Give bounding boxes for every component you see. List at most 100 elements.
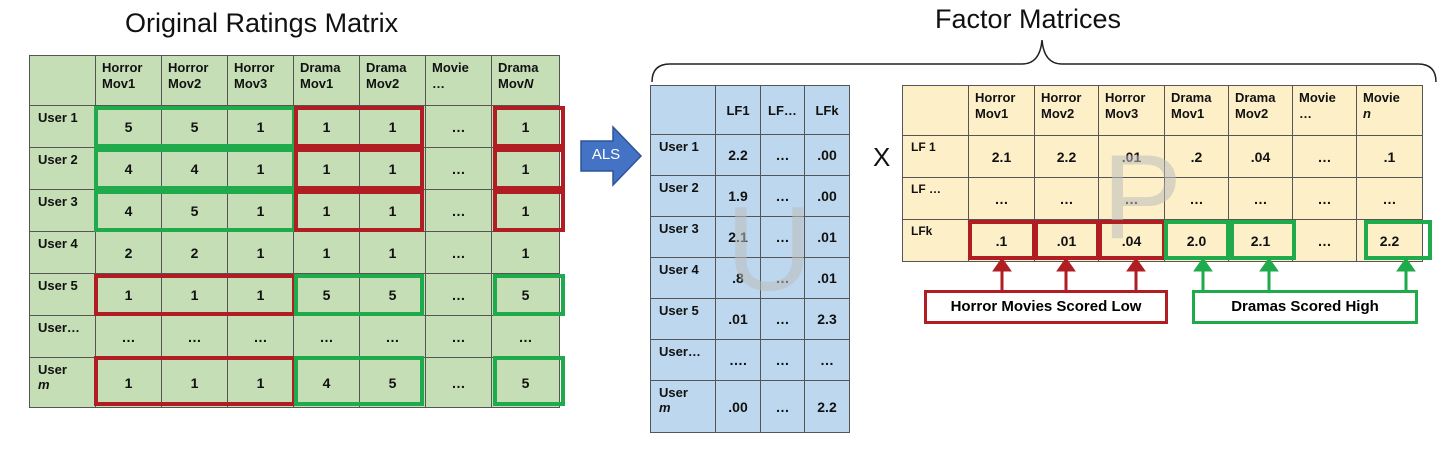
row-label: User 1 (29, 105, 96, 148)
cell: 4 (161, 147, 228, 190)
cell: 2 (95, 231, 162, 274)
cell: 2.1 (1228, 219, 1293, 262)
row-label: User 4 (29, 231, 96, 274)
als-label: ALS (591, 146, 621, 163)
cell: 2.2 (804, 380, 850, 433)
row-label: User 3 (29, 189, 96, 232)
col-header: Movie… (425, 55, 492, 106)
cell: 5 (293, 273, 360, 316)
drama-callout: Dramas Scored High (1192, 290, 1418, 324)
cell: 1 (293, 147, 360, 190)
callout-connectors (992, 258, 1416, 290)
cell: .01 (804, 216, 850, 258)
row-label: LF 1 (902, 135, 969, 178)
cell: .1 (1356, 135, 1423, 178)
cell: .04 (1228, 135, 1293, 178)
row-label: User 1 (650, 134, 716, 176)
cell: … (760, 339, 805, 381)
cell: 1 (161, 273, 228, 316)
cell: … (1356, 177, 1423, 220)
cell: 5 (491, 357, 560, 408)
cell: 2.2 (1356, 219, 1423, 262)
table-row: User 1 5 5 1 1 1 … 1 (29, 105, 560, 148)
cell: … (760, 298, 805, 340)
u-header-row: LF1 LF… LFk (650, 85, 850, 135)
cell: 5 (161, 189, 228, 232)
cell: 5 (359, 357, 426, 408)
table-row: User… …. … … (650, 339, 850, 381)
cell: .01 (804, 257, 850, 299)
table-row: User 4 .8 … .01 (650, 257, 850, 299)
row-label: LF … (902, 177, 969, 220)
cell: … (425, 315, 492, 358)
cell: 5 (161, 105, 228, 148)
cell: 1 (95, 357, 162, 408)
ratings-matrix-title: Original Ratings Matrix (125, 8, 399, 38)
cell: …. (715, 339, 761, 381)
row-label: User… (650, 339, 716, 381)
table-row: LFk .1 .01 .04 2.0 2.1 … 2.2 (902, 219, 1423, 262)
cell: … (1292, 135, 1357, 178)
brace-icon (651, 39, 1437, 83)
cell: 1 (359, 231, 426, 274)
table-row: User 5 1 1 1 5 5 … 5 (29, 273, 560, 316)
cell: … (1164, 177, 1229, 220)
cell: … (227, 315, 294, 358)
table-row: User 2 4 4 1 1 1 … 1 (29, 147, 560, 190)
cell: .00 (804, 134, 850, 176)
cell: … (760, 134, 805, 176)
cell: 2.2 (715, 134, 761, 176)
table-row: LF 1 2.1 2.2 .01 .2 .04 … .1 (902, 135, 1423, 178)
table-row: User 1 2.2 … .00 (650, 134, 850, 176)
cell: 1 (359, 189, 426, 232)
cell: … (1098, 177, 1165, 220)
cell: 5 (491, 273, 560, 316)
cell: .01 (1098, 135, 1165, 178)
table-row: User 3 4 5 1 1 1 … 1 (29, 189, 560, 232)
horror-callout: Horror Movies Scored Low (924, 290, 1168, 324)
cell: 4 (95, 189, 162, 232)
cell: … (1034, 177, 1099, 220)
cell: … (760, 257, 805, 299)
row-label: User 5 (29, 273, 96, 316)
cell: 4 (95, 147, 162, 190)
table-row: User… … … … … … … … (29, 315, 560, 358)
cell: .01 (715, 298, 761, 340)
cell: 1 (293, 105, 360, 148)
row-label: User 2 (29, 147, 96, 190)
cell: 1 (227, 147, 294, 190)
cell: 1 (227, 273, 294, 316)
cell: … (1228, 177, 1293, 220)
cell: … (425, 105, 492, 148)
cell: 1 (95, 273, 162, 316)
row-label: User 3 (650, 216, 716, 258)
cell: … (760, 216, 805, 258)
col-header: LF… (760, 85, 805, 135)
row-label: User… (29, 315, 96, 358)
cell: … (293, 315, 360, 358)
cell: … (804, 339, 850, 381)
cell: … (425, 273, 492, 316)
cell: … (491, 315, 560, 358)
cell: … (1292, 177, 1357, 220)
cell: … (1292, 219, 1357, 262)
cell: … (425, 189, 492, 232)
cell: 1 (359, 105, 426, 148)
cell: 1.9 (715, 175, 761, 217)
times-symbol: X (873, 142, 891, 172)
cell: … (425, 357, 492, 408)
